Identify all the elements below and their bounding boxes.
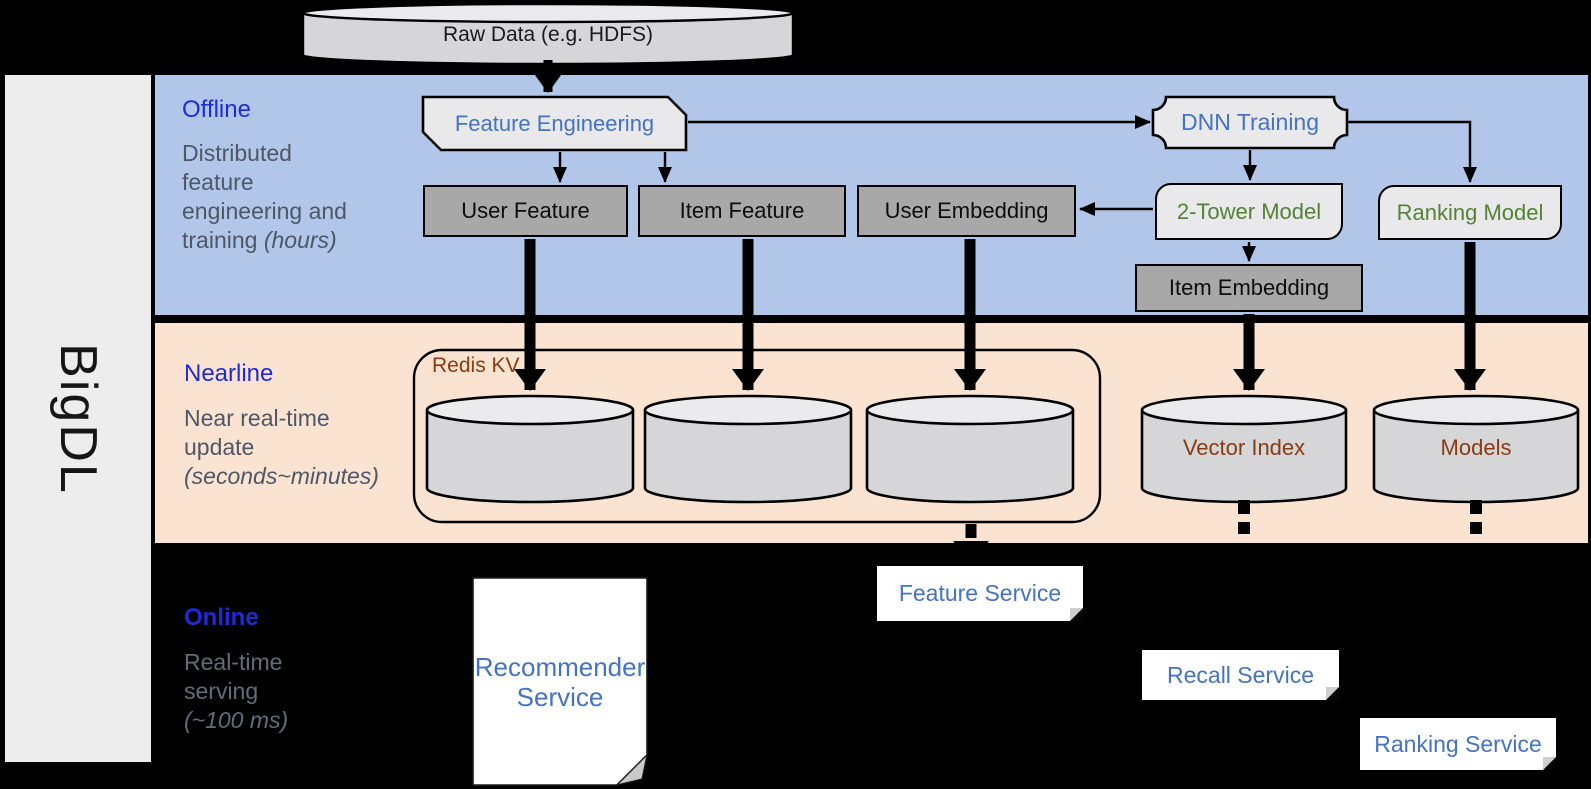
feature-service-fold-icon [1070,608,1083,621]
offline-desc-line-4: training (hours) [182,226,432,255]
online-desc-line-2: serving [184,678,259,704]
online-section-description: Real-time serving (~100 ms) [184,648,384,735]
feature-service-box: Feature Service [877,566,1083,621]
feature-service-label: Feature Service [898,580,1062,606]
offline-desc-line-2: feature [182,169,254,195]
online-desc-line-1: Real-time [184,649,283,675]
two-tower-model-label: 2-Tower Model [1176,198,1322,224]
redis-kv-label: Redis KV [432,354,520,377]
online-section-title: Online [184,604,259,631]
models-cylinder-top [1372,394,1580,426]
bigdl-sidebar: BigDL [5,75,151,762]
redis-cylinder-2-top [643,394,853,426]
offline-desc-line-1: Distributed [182,140,292,166]
recall-service-box: Recall Service [1142,650,1339,700]
item-embedding-label: Item Embedding [1168,275,1330,300]
nearline-desc-line-3: (seconds~minutes) [184,462,444,491]
raw-data-cylinder-top [301,2,795,24]
user-feature-label: User Feature [461,198,590,223]
feature-engineering-label: Feature Engineering [454,110,655,136]
dashed-link-vector-index-2 [1238,522,1250,534]
recall-service-label: Recall Service [1167,661,1314,688]
nearline-section-description: Near real-time update (seconds~minutes) [184,404,444,491]
redis-cylinder-3 [865,410,1075,504]
dashed-link-vector-index-1 [1238,500,1250,514]
item-embedding-box: Item Embedding [1135,264,1363,312]
redis-kv-container [412,348,1102,524]
item-feature-box: Item Feature [638,185,846,237]
ranking-service-label: Ranking Service [1374,730,1542,757]
user-embedding-label: User Embedding [884,198,1049,223]
redis-cylinder-2 [643,410,853,504]
offline-section-description: Distributed feature engineering and trai… [182,139,432,255]
raw-data-label: Raw Data (e.g. HDFS) [442,23,654,46]
offline-desc-italic: (hours) [263,227,337,253]
vector-index-label: Vector Index [1182,435,1306,460]
offline-section-title: Offline [182,96,251,123]
recommender-service-label: Recommender Service [474,651,646,712]
dashed-link-models-1 [1470,500,1482,514]
nearline-desc-line-2: update [184,434,255,460]
dashed-link-models-2 [1470,522,1482,534]
offline-desc-line-3: engineering and [182,198,347,224]
offline-desc-tail: training [182,227,264,253]
nearline-desc-italic: (seconds~minutes) [184,463,379,489]
dnn-training-shape [1151,95,1349,150]
ranking-service-fold-icon [1543,757,1556,770]
ranking-service-box: Ranking Service [1360,718,1556,770]
arrow-dnn-training-to-ranking-model [1347,120,1477,183]
recall-service-fold-icon [1326,687,1339,700]
feature-engineering-shape [421,95,688,152]
models-label: Models [1440,435,1512,460]
ranking-model-label: Ranking Model [1396,199,1544,225]
vector-index-cylinder-top [1140,394,1348,426]
online-desc-italic: (~100 ms) [184,707,289,733]
nearline-section-title: Nearline [184,360,274,387]
nearline-desc-line-1: Near real-time [184,405,330,431]
redis-cylinder-1 [425,410,635,504]
recommender-service-fold [615,753,648,787]
two-tower-model-box: 2-Tower Model [1155,183,1343,240]
dashed-link-arrowhead [953,541,989,563]
redis-cylinder-1-top [425,394,635,426]
dnn-training-label: DNN Training [1180,109,1320,135]
redis-cylinder-3-top [865,394,1075,426]
online-desc-line-3: (~100 ms) [184,706,384,735]
ranking-model-box: Ranking Model [1378,185,1562,240]
item-feature-label: Item Feature [679,198,805,223]
user-feature-box: User Feature [423,185,628,237]
user-embedding-box: User Embedding [857,185,1076,237]
